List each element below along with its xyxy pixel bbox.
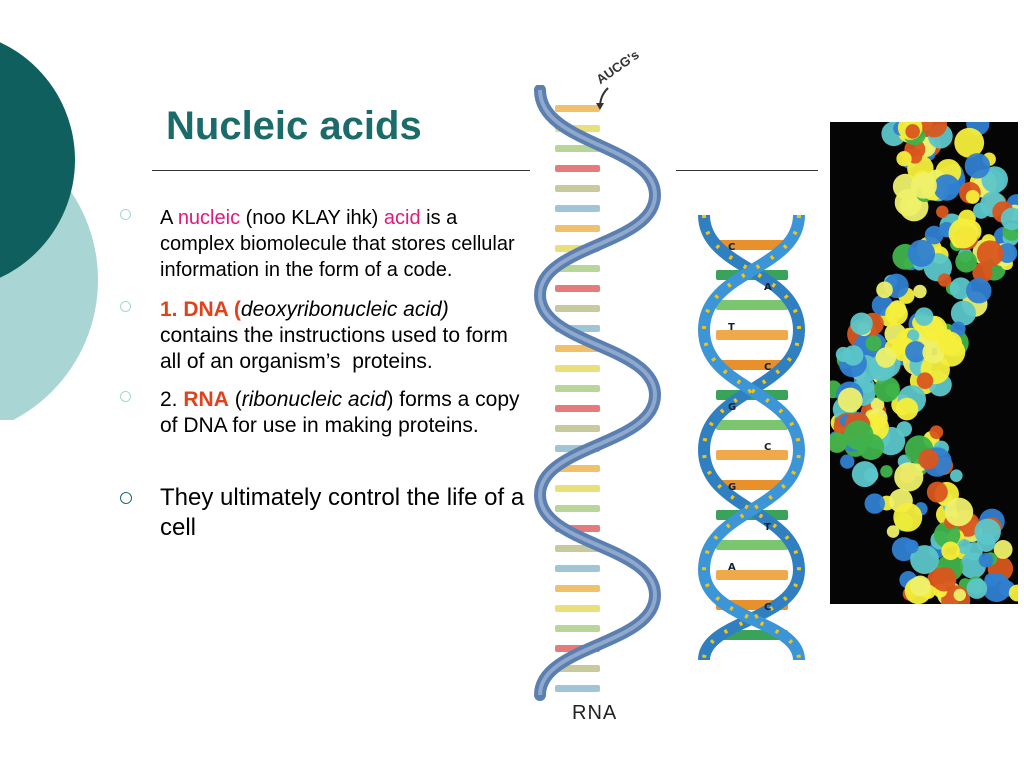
dna-molecular-model-image xyxy=(830,122,1018,604)
page-title: Nucleic acids xyxy=(166,104,422,148)
dna-double-helix-illustration: C A T C G C G T A C xyxy=(697,214,806,661)
svg-text:G: G xyxy=(728,482,736,493)
svg-text:G: G xyxy=(728,402,736,413)
bullet-marker-icon xyxy=(120,209,131,220)
title-divider-left xyxy=(152,170,530,171)
term-dna: 1. DNA ( xyxy=(160,298,241,321)
rna-helix-illustration xyxy=(533,85,662,701)
rna-label: RNA xyxy=(572,702,618,724)
svg-text:C: C xyxy=(764,442,771,453)
bullet-marker-icon xyxy=(120,492,132,504)
svg-text:C: C xyxy=(764,602,771,613)
term-rna: RNA xyxy=(183,388,229,411)
bullet-control: They ultimately control the life of a ce… xyxy=(120,483,530,543)
svg-text:C: C xyxy=(728,242,735,253)
arrow-icon xyxy=(596,87,609,110)
bullet-marker-icon xyxy=(120,391,131,402)
svg-text:A: A xyxy=(764,282,772,293)
bullet-dna: 1. DNA (deoxyribonucleic acid) contains … xyxy=(120,297,530,375)
svg-text:T: T xyxy=(728,322,735,333)
bullet-list: A nucleic (noo KLAY ihk) acid is a compl… xyxy=(120,205,530,543)
svg-text:T: T xyxy=(764,522,771,533)
svg-text:C: C xyxy=(764,362,771,373)
rna-annotation: AUCG's xyxy=(593,46,642,87)
bullet-nucleic-acid-definition: A nucleic (noo KLAY ihk) acid is a compl… xyxy=(120,205,530,283)
bullet-marker-icon xyxy=(120,301,131,312)
term-nucleic: nucleic xyxy=(177,207,241,229)
title-divider-right xyxy=(676,170,818,171)
term-acid: acid xyxy=(383,207,421,229)
svg-text:A: A xyxy=(728,562,736,573)
decorative-circles xyxy=(0,42,98,420)
bullet-rna: 2. RNA (ribonucleic acid) forms a copy o… xyxy=(120,387,530,439)
